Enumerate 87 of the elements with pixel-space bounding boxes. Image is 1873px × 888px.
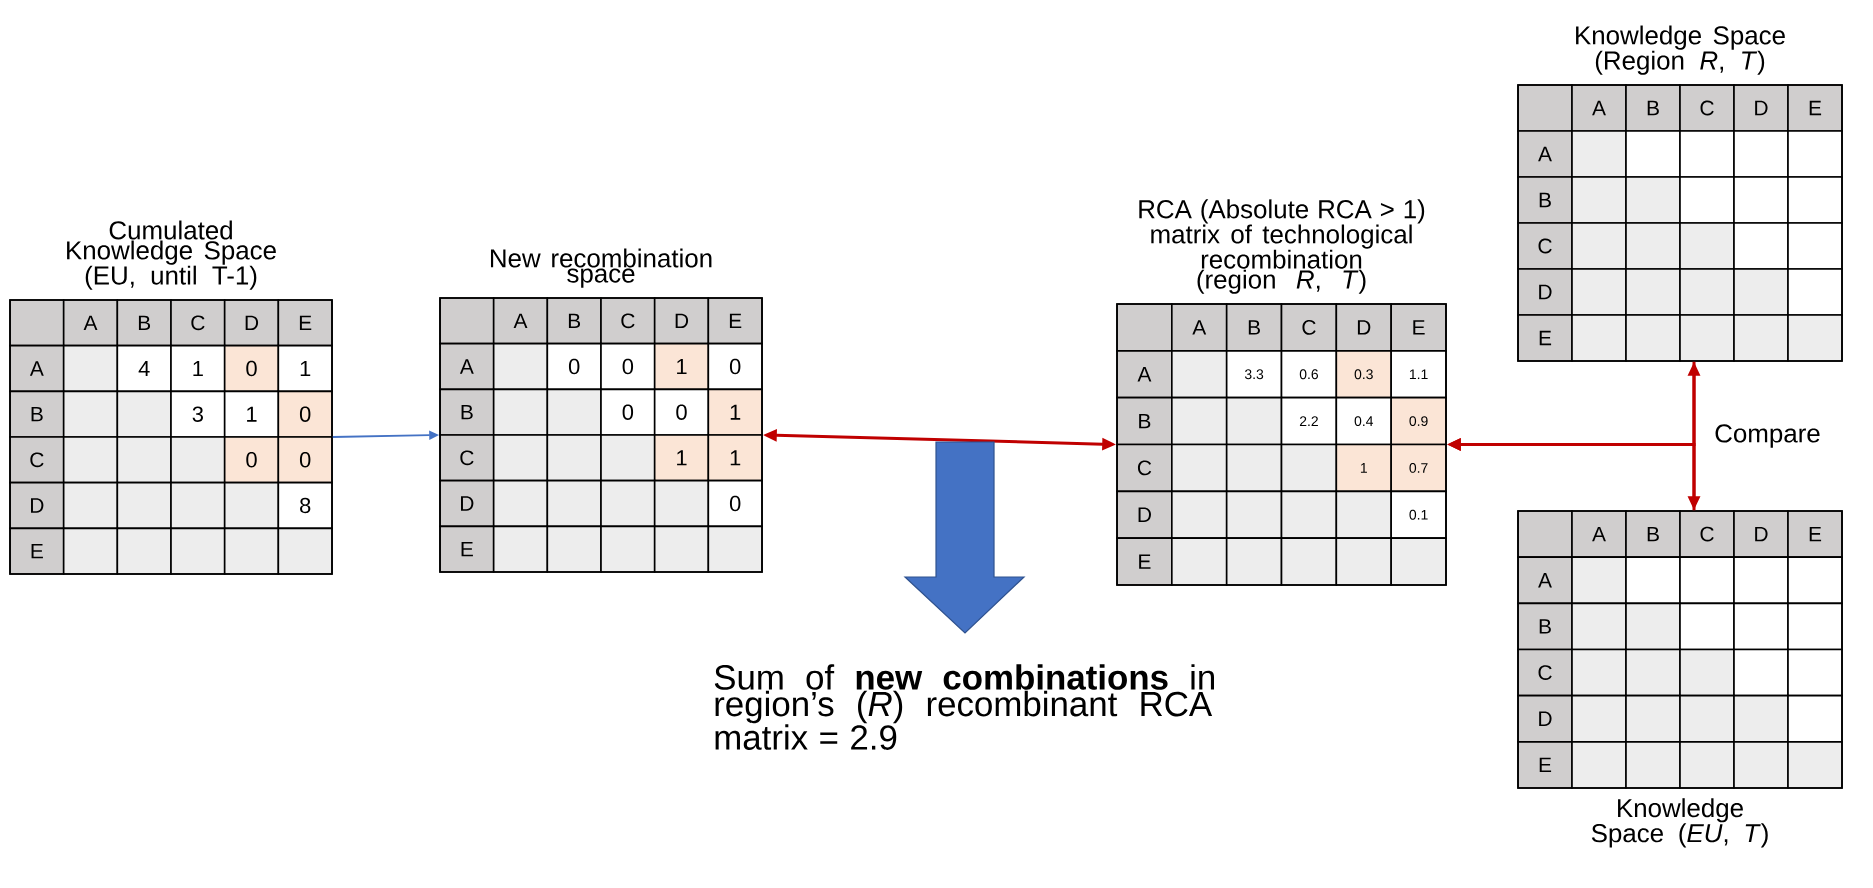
summary-text: Sum of new combinations in region’s (R) recombinant RCA matrix = 2.9: [714, 664, 1214, 750]
table-cell: 1: [653, 342, 710, 391]
header-cell: C: [1679, 510, 1735, 558]
table-cell: 0: [223, 436, 280, 484]
matrix-title: Knowledge Space (Region R, T): [1576, 25, 1785, 75]
header-cell: B: [1517, 602, 1573, 651]
header-cell: A: [439, 342, 495, 391]
table-cell: 0: [600, 388, 656, 436]
table-cell: 1: [223, 390, 280, 438]
header-cell: D: [653, 297, 710, 345]
header-cell: C: [439, 434, 495, 482]
table-cell: 1: [707, 388, 763, 436]
header-cell: D: [9, 481, 65, 530]
header-cell: D: [1517, 694, 1573, 743]
table-cell: 1.1: [1390, 350, 1447, 399]
header-cell: E: [1517, 741, 1573, 789]
table-cell: 0: [653, 388, 710, 436]
table-cell: 1: [653, 434, 710, 482]
header-cell: D: [1733, 510, 1789, 558]
header-cell: B: [1625, 84, 1681, 132]
header-cell: A: [1571, 510, 1627, 558]
header-cell: E: [1787, 510, 1843, 558]
table-cell: 2.2: [1280, 396, 1338, 446]
header-cell: A: [62, 299, 119, 347]
table-cell: 0.7: [1390, 443, 1447, 493]
header-cell: C: [1517, 648, 1573, 697]
header-cell: D: [1116, 490, 1173, 539]
matrix-title: New recombination space: [491, 248, 712, 288]
header-cell: D: [1517, 268, 1573, 316]
header-cell: E: [439, 525, 495, 573]
table-cell: 0: [277, 436, 333, 484]
table-cell: 1: [170, 344, 226, 393]
header-cell: A: [1517, 130, 1573, 178]
header-cell: C: [600, 297, 656, 345]
table-cell: 0.9: [1390, 396, 1447, 446]
table-cell: 1: [1335, 443, 1392, 493]
matrix-title: Cumulated Knowledge Space (EU, until T-1): [67, 220, 276, 290]
header-cell: D: [439, 479, 495, 528]
header-cell: E: [1390, 303, 1447, 352]
header-cell: B: [1225, 303, 1283, 352]
header-cell: A: [492, 297, 549, 345]
header-cell: B: [116, 299, 172, 347]
header-cell: C: [1517, 222, 1573, 270]
header-cell: B: [9, 390, 65, 438]
header-cell: D: [1733, 84, 1789, 132]
table-cell: 0.6: [1280, 350, 1338, 399]
matrix-title: Knowledge Space (EU, T): [1591, 798, 1768, 848]
header-cell: B: [439, 388, 495, 436]
header-cell: A: [1571, 84, 1627, 132]
header-cell: C: [1679, 84, 1735, 132]
header-cell: A: [9, 344, 65, 393]
header-cell: C: [1280, 303, 1338, 352]
header-cell: E: [707, 297, 763, 345]
header-cell: E: [9, 527, 65, 575]
table-cell: 0.3: [1335, 350, 1392, 399]
edge-label: Compare: [1712, 422, 1823, 450]
table-cell: 0.1: [1390, 490, 1447, 539]
header-cell: E: [277, 299, 333, 347]
table-cell: 0: [546, 342, 602, 391]
table-cell: 3: [170, 390, 226, 438]
header-cell: B: [1116, 396, 1173, 446]
table-cell: 0: [277, 390, 333, 438]
table-cell: 4: [116, 344, 172, 393]
table-cell: 0.4: [1335, 396, 1392, 446]
header-cell: E: [1787, 84, 1843, 132]
header-cell: D: [1335, 303, 1392, 352]
header-cell: B: [546, 297, 602, 345]
header-cell: C: [170, 299, 226, 347]
table-cell: 1: [277, 344, 333, 393]
header-cell: B: [1625, 510, 1681, 558]
table-cell: 0: [223, 344, 280, 393]
matrix-title: RCA (Absolute RCA > 1) matrix of technological recombination (region R, T): [1139, 199, 1425, 294]
header-cell: E: [1116, 537, 1173, 586]
table-cell: 3.3: [1225, 350, 1283, 399]
header-cell: A: [1171, 303, 1228, 352]
header-cell: C: [9, 436, 65, 484]
table-cell: 0: [600, 342, 656, 391]
header-cell: E: [1517, 314, 1573, 362]
header-cell: D: [223, 299, 280, 347]
table-cell: 0: [707, 479, 763, 528]
header-cell: A: [1517, 556, 1573, 605]
table-cell: 1: [707, 434, 763, 482]
header-cell: B: [1517, 176, 1573, 224]
header-cell: A: [1116, 350, 1173, 399]
table-cell: 0: [707, 342, 763, 391]
table-cell: 8: [277, 481, 333, 530]
header-cell: C: [1116, 443, 1173, 493]
